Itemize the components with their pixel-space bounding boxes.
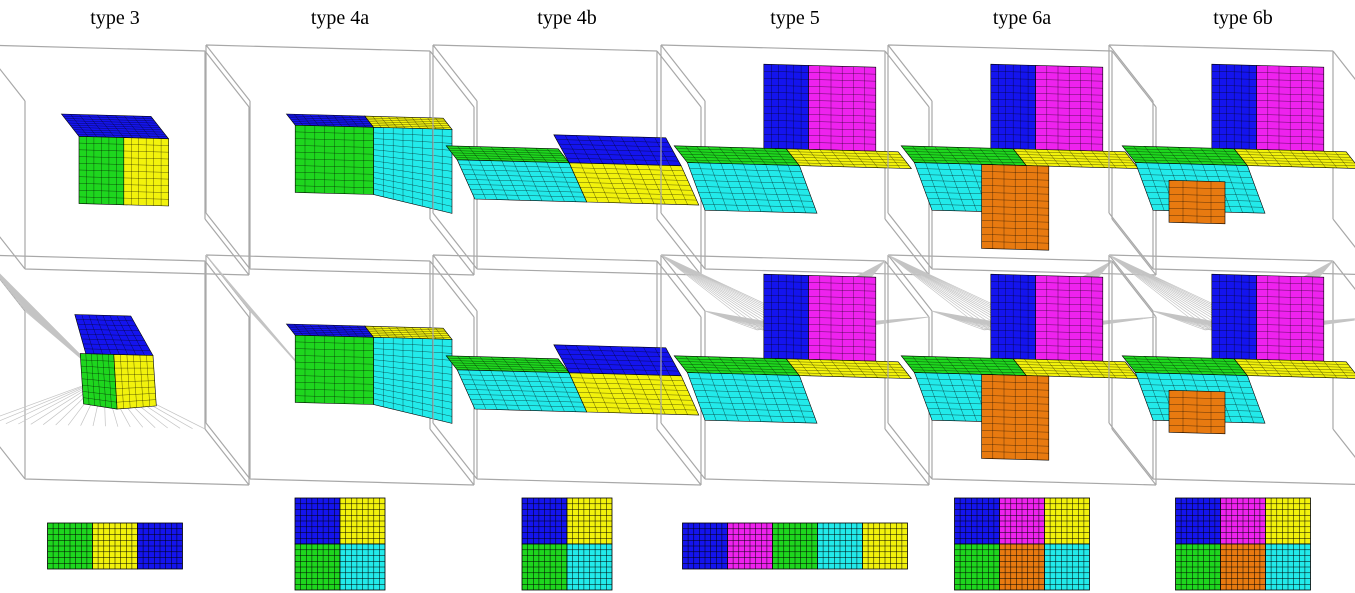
legend-grid: [48, 523, 183, 569]
panel-2-bottom: [206, 255, 474, 485]
column-title: type 6b: [1213, 7, 1272, 29]
legend-grid: [683, 523, 908, 569]
column-title: type 4b: [537, 7, 596, 29]
panel-1-top: [0, 45, 249, 275]
panel-6-bottom: [1109, 255, 1355, 485]
legend-grid: [1176, 498, 1311, 590]
column-title: type 3: [90, 7, 139, 29]
panel-5-top: [888, 45, 1156, 275]
panel-5-bottom: [888, 255, 1156, 485]
column-title: type 5: [770, 7, 819, 29]
legend-grid: [295, 498, 385, 590]
legend-grid: [955, 498, 1090, 590]
legend-grid: [522, 498, 612, 590]
panel-6-top: [1109, 45, 1355, 275]
column-title: type 4a: [311, 7, 369, 29]
column-title: type 6a: [993, 7, 1051, 29]
panel-2-top: [206, 45, 474, 275]
panel-1-bottom: [0, 255, 249, 485]
